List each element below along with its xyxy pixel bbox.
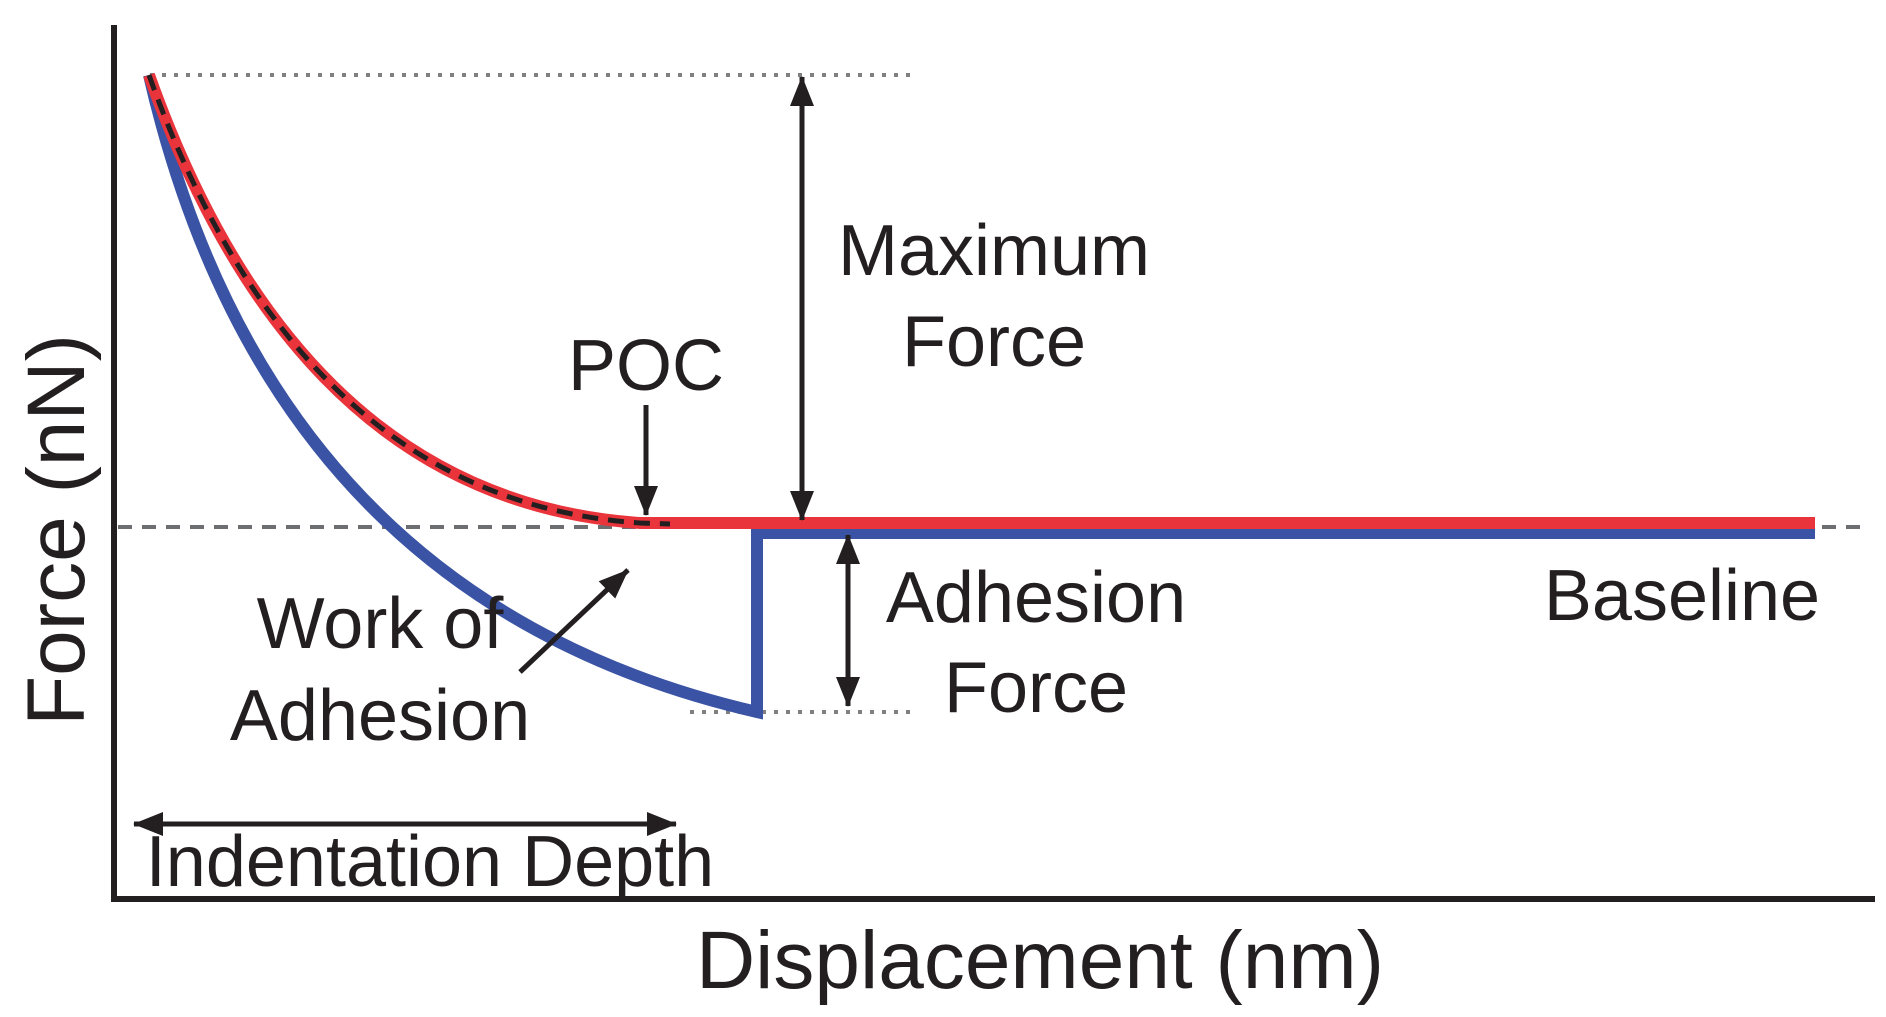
max-force-label-line2: Force [902, 302, 1086, 382]
work-of-adhesion-label-line2: Adhesion [230, 676, 530, 756]
indentation-depth-label: Indentation Depth [146, 822, 714, 902]
adhesion-force-label-line1: Adhesion [886, 558, 1186, 638]
retract-curve [143, 73, 1815, 720]
adhesion-force-label-line2: Force [944, 648, 1128, 728]
fit-curve [146, 74, 671, 527]
approach-curve [143, 72, 1815, 529]
work-of-adhesion-arrow [518, 568, 630, 674]
max-force-label-line1: Maximum [838, 211, 1150, 291]
y-axis-label: Force (nN) [11, 334, 102, 726]
poc-label: POC [568, 326, 724, 406]
baseline-label: Baseline [1544, 556, 1820, 636]
work-of-adhesion-label-line1: Work of [257, 584, 505, 664]
x-axis-label: Displacement (nm) [696, 915, 1384, 1006]
